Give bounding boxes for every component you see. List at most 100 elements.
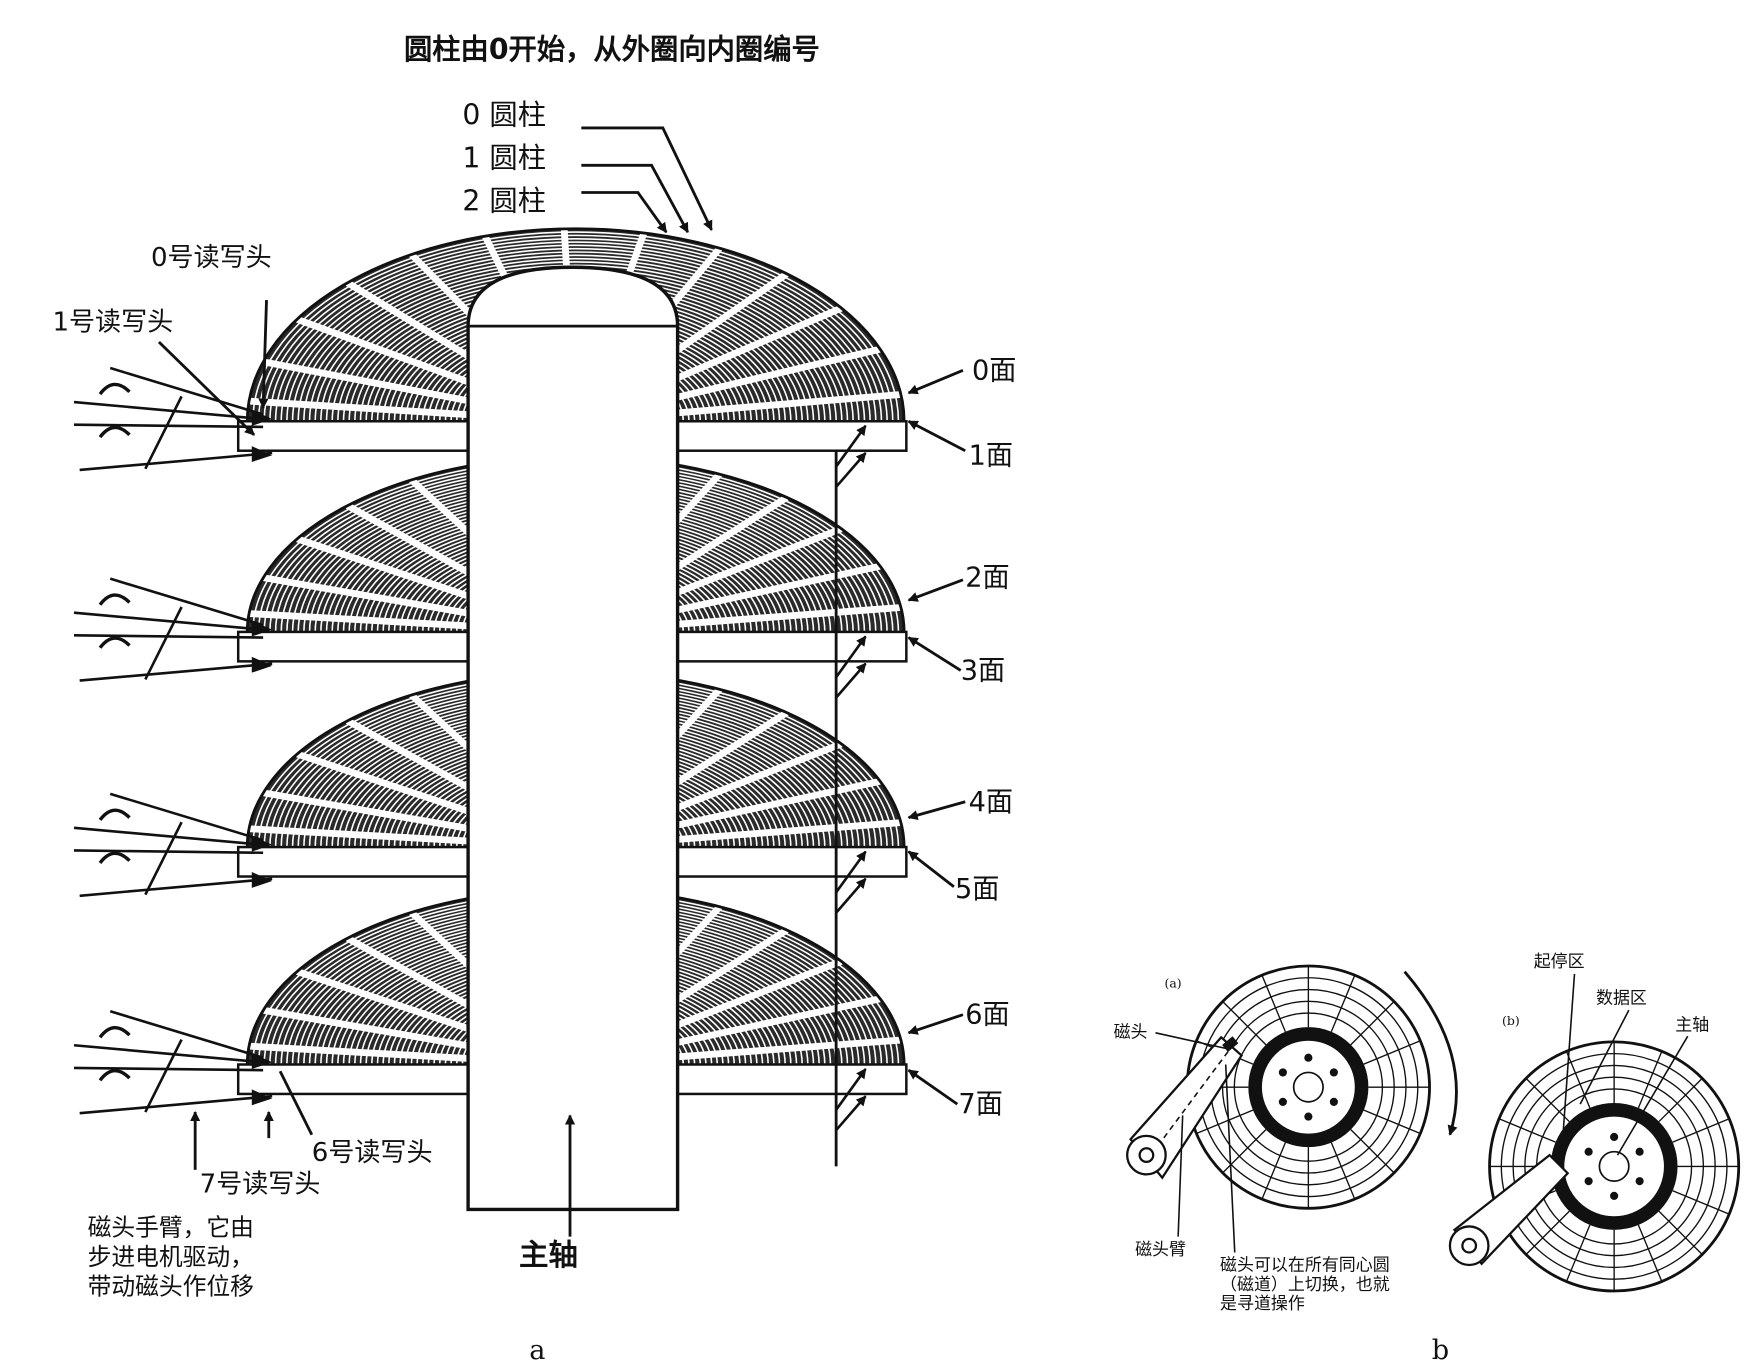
surface-2-arrow <box>907 578 964 602</box>
head-arm-b <box>1448 1153 1570 1267</box>
disc-sector-line <box>1525 1077 1570 1123</box>
seek-note-line-3: 是寻道操作 <box>1220 1294 1305 1314</box>
arm-mid-rail <box>73 1066 264 1072</box>
head-7-label: 7号读写头 <box>200 1169 321 1199</box>
arm-upper-rail <box>73 400 264 421</box>
arm-lower-rail <box>79 1094 273 1115</box>
underside-arrow-3 <box>835 1095 867 1132</box>
head-0-label: 0号读写头 <box>151 243 272 273</box>
disc-sector-line <box>1672 1190 1730 1215</box>
arm-lower-rail <box>79 662 273 682</box>
track-ring <box>269 241 883 422</box>
disc-spindle-hole <box>1598 1150 1630 1182</box>
arm-note-line-3: 带动磁头作位移 <box>88 1272 254 1300</box>
arm-2 <box>73 792 273 898</box>
disc-screw-hole <box>1304 1053 1313 1062</box>
topside-arrow-0 <box>835 424 867 468</box>
disc-sector-line <box>1637 1224 1663 1282</box>
disc-sector-line <box>1498 1118 1556 1143</box>
head-1-leader <box>157 340 256 436</box>
surface-3-arrow <box>907 636 962 672</box>
cylinder-1-label: 1 圆柱 <box>462 142 546 175</box>
disc-screw-hole <box>1329 1097 1338 1106</box>
head-1-label: 1号读写头 <box>52 308 173 338</box>
surface-5-label: 5面 <box>955 874 999 905</box>
track-ring <box>252 231 900 422</box>
spindle-body <box>466 265 680 1212</box>
arm-spring-lower <box>98 1069 131 1082</box>
surface-1-label: 1面 <box>969 440 1013 471</box>
arm-upper-rail <box>73 1043 264 1064</box>
surface-1-arrow <box>907 420 966 452</box>
arm-1 <box>73 577 273 682</box>
seek-note-line-1: 磁头可以在所有同心圆 <box>1220 1256 1390 1276</box>
surface-0-label: 0面 <box>972 355 1016 386</box>
track-ring <box>291 254 860 422</box>
disc-sector-line <box>1525 1210 1570 1255</box>
disc-sector-line <box>1196 1109 1254 1135</box>
platter-outline <box>245 227 906 422</box>
underside-arrow-0 <box>835 452 867 488</box>
cylinder-2-leader <box>581 191 668 234</box>
disc-screw-hole <box>1635 1177 1644 1186</box>
arm-upper-rail <box>73 611 264 631</box>
surface-6-arrow <box>907 1013 964 1035</box>
read-write-head-top <box>251 1053 273 1070</box>
arm-spring-upper <box>98 382 131 396</box>
track-ring <box>308 264 843 422</box>
panel-b-caption: b <box>1432 1335 1449 1366</box>
surface-0-arrow <box>907 369 964 395</box>
disc-a <box>1185 964 1431 1210</box>
figure-title: 圆柱由0开始，从外圈向内圈编号 <box>404 33 820 66</box>
surface-2-label: 2面 <box>965 563 1009 594</box>
disc-sector-line <box>1363 1109 1421 1135</box>
disc-sector-line <box>1330 1142 1356 1200</box>
panel-b-disk-top-view: (a) 磁头 磁头臂 磁头可以在所有同心圆 （磁道）上切换，也就 是寻道操作 (… <box>1114 952 1741 1366</box>
read-write-head-top <box>251 620 273 637</box>
surface-6-label: 6面 <box>965 1000 1009 1031</box>
arm-label: 磁头臂 <box>1135 1240 1186 1260</box>
head-6-leader <box>278 1070 314 1136</box>
surface-7-arrow <box>907 1069 959 1106</box>
surface-5-arrow <box>907 850 955 888</box>
head-leader <box>1155 1032 1228 1050</box>
arm-mid-rail <box>73 423 264 429</box>
surface-4-arrow <box>907 800 966 821</box>
arm-upper-brace <box>109 1010 264 1059</box>
read-write-head-bottom <box>251 446 273 463</box>
disc-sector-line <box>1658 1210 1703 1255</box>
disc-sector-line <box>1658 1077 1703 1123</box>
arm-note-line-1: 磁头手臂，它由 <box>88 1214 254 1242</box>
disc-b <box>1488 1040 1741 1293</box>
arm-3 <box>73 1010 273 1115</box>
spindle-b-leader <box>1616 1035 1689 1156</box>
disc-landing-ring <box>1248 1027 1369 1148</box>
cylinder-2-label: 2 圆柱 <box>462 185 546 218</box>
arm-b-pivot-center <box>1461 1237 1478 1254</box>
disc-sector-line <box>1350 1129 1395 1174</box>
topside-arrow-1 <box>835 635 867 678</box>
cylinder-0-leader <box>581 126 713 231</box>
surface-7-label: 7面 <box>958 1089 1002 1120</box>
landing-zone-label: 起停区 <box>1534 952 1585 972</box>
arm-upper-brace <box>109 366 264 416</box>
disc-screw-hole <box>1278 1097 1287 1106</box>
panel-a-caption: a <box>529 1335 545 1366</box>
arm-spring-lower <box>98 636 131 649</box>
seek-note-line-2: （磁道）上切换，也就 <box>1220 1275 1390 1295</box>
disc-screw-hole <box>1635 1147 1644 1156</box>
arm-spring-upper <box>98 808 131 821</box>
sub-b-label: (b) <box>1502 1013 1520 1028</box>
arm-leader <box>1177 1115 1184 1237</box>
seek-leader <box>1224 1064 1236 1253</box>
disc-sector-line <box>1363 1040 1421 1065</box>
disc-sector-line <box>1330 974 1356 1032</box>
disc-sector-line <box>1261 1142 1287 1200</box>
surface-4-label: 4面 <box>969 787 1013 818</box>
disc-screw-hole <box>1610 1132 1619 1142</box>
track-ring <box>263 237 888 422</box>
arm-lower-rail <box>79 451 273 472</box>
disc-sector-line <box>1672 1118 1730 1143</box>
spindle-b-label: 主轴 <box>1675 1016 1709 1036</box>
